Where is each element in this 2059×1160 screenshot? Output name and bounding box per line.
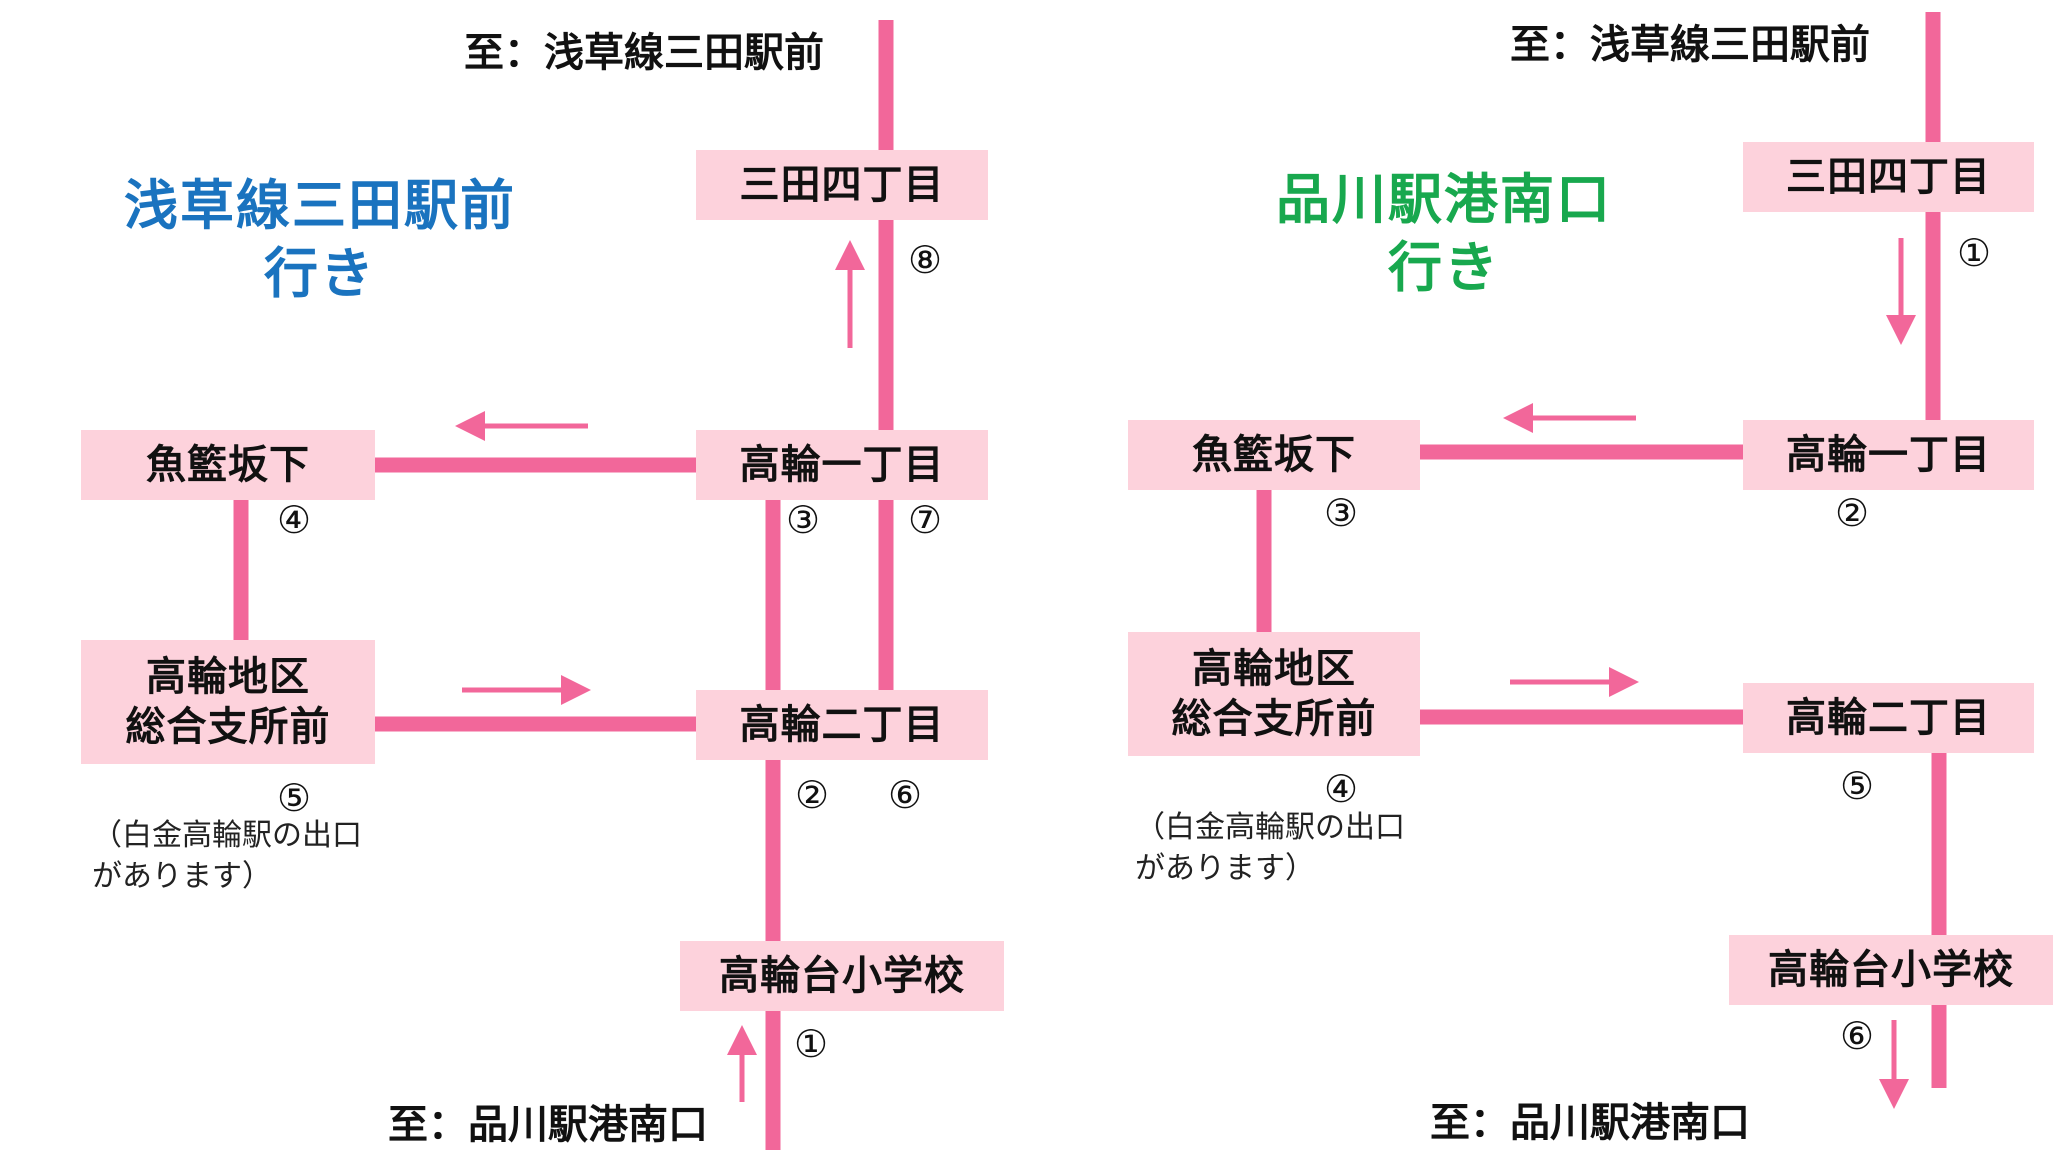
left-destination-top: 至：浅草線三田駅前 <box>464 30 824 76</box>
left-stop-uokae-label: 魚籃坂下 <box>146 442 310 488</box>
right-stop-sogo-line1: 高輪地区 <box>1192 646 1356 692</box>
right-stop-takanawa1-label: 高輪一丁目 <box>1786 432 1991 478</box>
right-stop-school-label: 高輪台小学校 <box>1768 947 2014 993</box>
right-stop-sogo-line2: 総合支所前 <box>1171 696 1377 742</box>
left-stop-number-8: ⑧ <box>907 238 943 282</box>
right-stop-mita-4chome: 三田四丁目 <box>1743 142 2034 212</box>
left-stop-takanawa-1chome: 高輪一丁目 <box>696 430 988 500</box>
left-stop-sogo-line2: 総合支所前 <box>125 704 331 750</box>
left-stop-takanawa2-label: 高輪二丁目 <box>739 702 945 748</box>
left-stop-mita-4chome: 三田四丁目 <box>696 150 988 220</box>
left-stop-number-3: ③ <box>785 498 821 542</box>
right-stop-number-3: ③ <box>1323 491 1359 535</box>
left-stop-takanawa1-label: 高輪一丁目 <box>739 442 945 488</box>
left-stop-number-6: ⑥ <box>887 773 923 817</box>
right-exit-note: （白金高輪駅の出口 があります） <box>1135 808 1405 889</box>
left-stop-takanawa-2chome: 高輪二丁目 <box>696 690 988 760</box>
left-title-line1: 浅草線三田駅前 <box>124 174 516 237</box>
right-title-line1: 品川駅港南口 <box>1276 168 1612 231</box>
left-stop-number-1: ① <box>793 1022 829 1066</box>
right-stop-takanawa-1chome: 高輪一丁目 <box>1743 420 2034 490</box>
right-note-line2: があります） <box>1135 850 1315 886</box>
right-stop-takanawa2-label: 高輪二丁目 <box>1786 695 1991 741</box>
left-stop-number-7: ⑦ <box>907 498 943 542</box>
left-direction-title: 浅草線三田駅前 行き <box>100 172 540 307</box>
right-stop-number-1: ① <box>1956 231 1992 275</box>
left-stop-school-label: 高輪台小学校 <box>719 953 965 999</box>
right-stop-takanawa-sogo: 高輪地区 総合支所前 <box>1128 632 1420 756</box>
left-stop-uokae-sakashita: 魚籃坂下 <box>81 430 375 500</box>
left-stop-number-4: ④ <box>276 498 312 542</box>
left-exit-note: （白金高輪駅の出口 があります） <box>92 816 362 897</box>
right-stop-takanawa-2chome: 高輪二丁目 <box>1743 683 2034 753</box>
left-stop-mita-label: 三田四丁目 <box>739 162 945 208</box>
right-stop-number-6: ⑥ <box>1839 1014 1875 1058</box>
right-destination-top: 至：浅草線三田駅前 <box>1510 22 1870 68</box>
right-direction-title: 品川駅港南口 行き <box>1234 166 1654 301</box>
left-stop-takanawadai-school: 高輪台小学校 <box>680 941 1004 1011</box>
right-note-line1: （白金高輪駅の出口 <box>1135 810 1405 845</box>
right-stop-uokae-sakashita: 魚籃坂下 <box>1128 420 1420 490</box>
right-destination-bottom: 至：品川駅港南口 <box>1430 1100 1750 1146</box>
right-stop-number-5: ⑤ <box>1839 764 1875 808</box>
left-stop-number-5: ⑤ <box>276 776 312 820</box>
left-destination-bottom: 至：品川駅港南口 <box>388 1102 708 1148</box>
right-stop-mita-label: 三田四丁目 <box>1786 154 1991 200</box>
left-stop-sogo-line1: 高輪地区 <box>146 654 310 700</box>
right-stop-number-2: ② <box>1834 491 1870 535</box>
right-stop-takanawadai-school: 高輪台小学校 <box>1729 935 2053 1005</box>
left-note-line1: （白金高輪駅の出口 <box>92 818 362 853</box>
left-note-line2: があります） <box>92 858 272 894</box>
left-title-line2: 行き <box>264 241 376 305</box>
left-stop-takanawa-sogo: 高輪地区 総合支所前 <box>81 640 375 764</box>
left-stop-number-2: ② <box>794 773 830 817</box>
right-stop-number-4: ④ <box>1323 767 1359 811</box>
right-title-line2: 行き <box>1388 235 1500 299</box>
right-stop-uokae-label: 魚籃坂下 <box>1192 432 1356 478</box>
